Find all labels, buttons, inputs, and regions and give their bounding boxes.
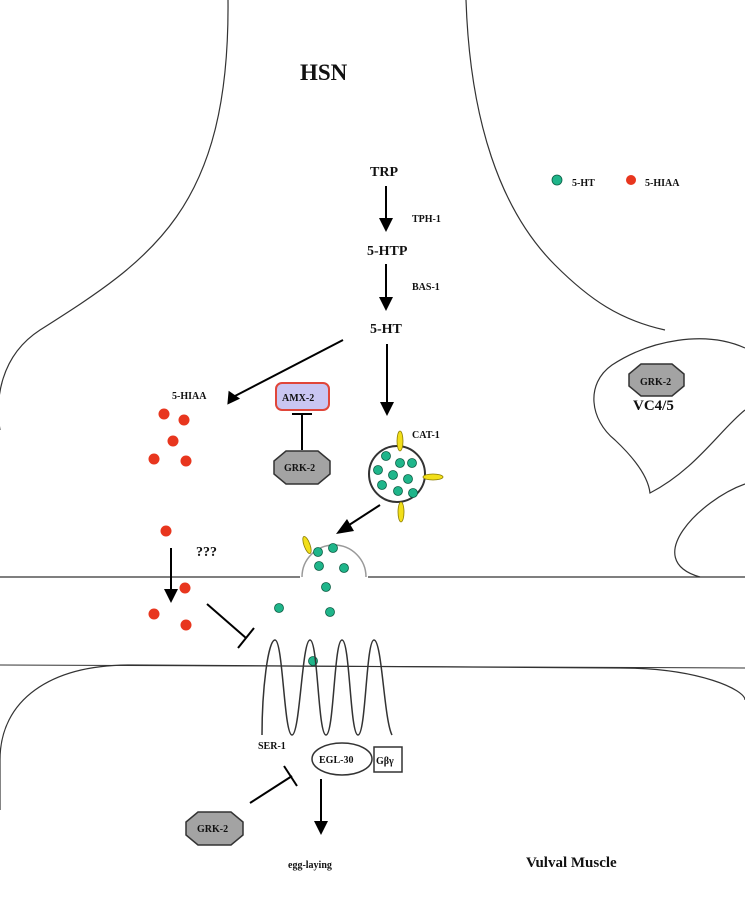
grk2-bottom-label: GRK-2 [197,824,228,835]
bas1-label: BAS-1 [412,282,440,293]
5ht-dot [274,603,284,613]
cat1-transporter [396,430,404,452]
grk2-center-label: GRK-2 [284,463,315,474]
inhibit-5hiaa-ser1 [206,603,247,639]
5ht-dot [393,486,403,496]
5ht-dot [407,458,417,468]
5hiaa-dot [178,414,190,426]
gbg-box [373,746,403,773]
legend-5ht-label: 5-HT [572,178,595,189]
5ht-dot [328,543,338,553]
hsn-neuron-right-lower [674,483,745,578]
5hiaa-cluster-neuron [148,408,192,537]
grk2-center-badge [273,450,331,485]
vulval-muscle-label: Vulval Muscle [526,855,617,871]
5ht-dot [314,561,324,571]
arrow-vesicle-to-release [345,504,381,528]
5ht-dot [381,451,391,461]
arrow-5ht-to-5hiaa [234,339,344,397]
5htp-label: 5-HTP [367,244,408,259]
ser1-label: SER-1 [258,741,286,752]
5hiaa-dot [160,525,172,537]
inhibit-bar-ser1 [237,627,255,649]
5ht-dot [313,547,323,557]
vc45-neuron-outline [593,338,745,494]
5ht-dot [395,458,405,468]
legend-5hiaa-swatch [626,175,636,185]
arrowhead-vesicle [380,402,394,416]
cat1-transporter [422,473,444,481]
5hiaa-dot [148,453,160,465]
arrowhead-release [336,519,354,534]
amx2-label: AMX-2 [282,393,314,404]
vc45-label: VC4/5 [633,398,674,414]
amx2-box [275,382,330,411]
grk2-vc-badge [628,363,685,397]
grk2-bottom-badge [185,811,244,846]
tph1-label: TPH-1 [412,214,441,225]
5hiaa-dot [180,619,192,631]
ser1-receptor [261,639,393,736]
vesicle [368,430,444,523]
legend: 5-HT 5-HIAA [551,174,680,189]
cat1-transporter [397,501,405,523]
5ht-dot [339,563,349,573]
cat1-label: CAT-1 [412,430,440,441]
trp-label: TRP [370,165,398,180]
arrowhead-5htp [379,297,393,311]
hsn-neuron-outline-right [465,0,666,331]
question-label: ??? [196,545,217,560]
synaptic-cleft-line [0,664,745,669]
5hiaa-dot [180,455,192,467]
grk2-vc-label: GRK-2 [640,377,671,388]
arrowhead-egg-laying [314,821,328,835]
5ht-label: 5-HT [370,322,403,337]
egl30-label: EGL-30 [319,755,353,766]
5ht-dot [325,607,335,617]
inhibit-bar-grk2-ser1 [283,765,298,787]
5ht-dot [321,582,331,592]
5hiaa-cluster-cleft [148,582,192,631]
legend-5hiaa-label: 5-HIAA [645,178,680,189]
inhibit-grk2-ser1 [249,775,293,804]
5ht-dot [408,488,418,498]
5hiaa-dot [148,608,160,620]
5ht-dot [388,470,398,480]
egg-laying-label: egg-laying [288,860,332,871]
legend-5ht-swatch [551,174,563,186]
5ht-dot [403,474,413,484]
5hiaa-label: 5-HIAA [172,391,207,402]
gbg-label: Gβγ [376,756,394,767]
arrowhead-5hiaa [227,390,241,405]
hsn-label: HSN [300,60,348,85]
5ht-dot [377,480,387,490]
5hiaa-dot [158,408,170,420]
egl30-node [311,742,373,776]
vulval-muscle-outline [0,664,745,810]
arrowhead-5hiaa-release [164,589,178,603]
cat1-transporter [302,536,312,554]
arrowhead-trp [379,218,393,232]
5hiaa-dot [167,435,179,447]
fused-vesicle [274,536,367,666]
hsn-neuron-outline [0,0,229,430]
5ht-dot [373,465,383,475]
5hiaa-dot [179,582,191,594]
